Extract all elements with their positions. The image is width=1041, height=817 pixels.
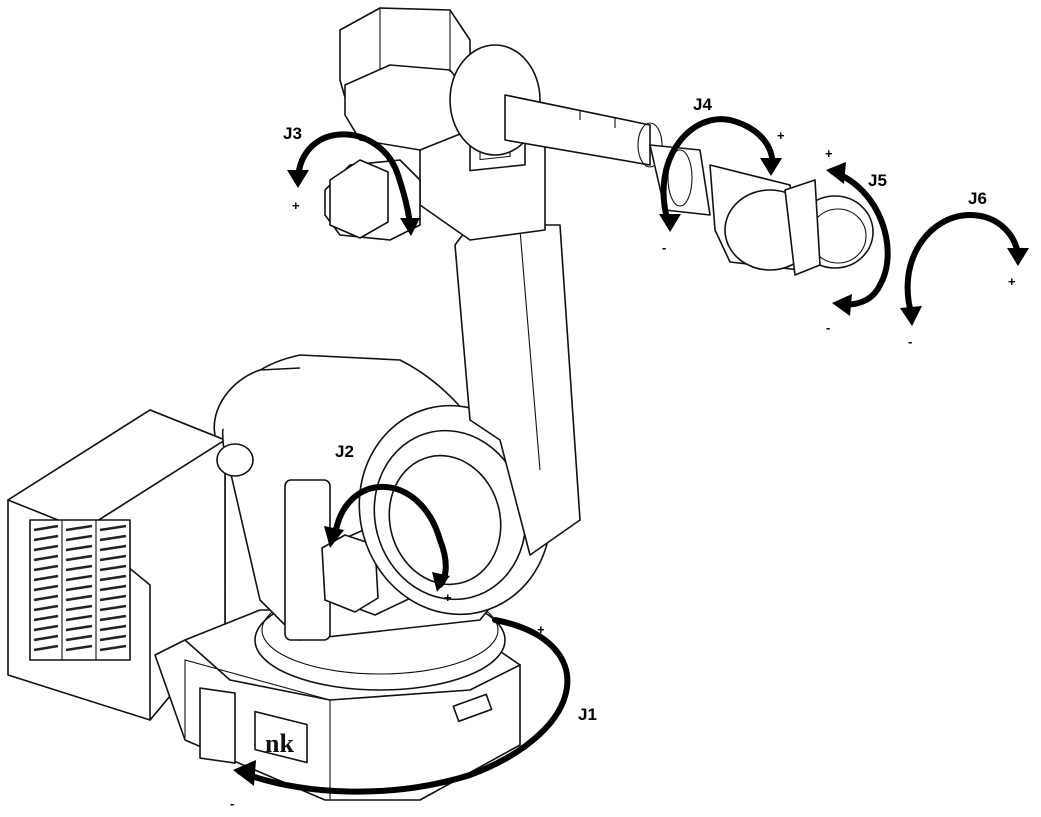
j1-minus-sign: - xyxy=(230,796,234,811)
j4-plus-sign: + xyxy=(777,128,785,143)
j2-label: J2 xyxy=(335,442,354,461)
j3-arrow xyxy=(287,131,420,236)
forearm xyxy=(449,44,663,168)
wrist xyxy=(649,144,874,276)
j5-minus-sign: - xyxy=(826,320,830,335)
j5-arrow xyxy=(826,162,891,316)
j4-label: J4 xyxy=(693,95,712,114)
j6-plus-sign: + xyxy=(1008,274,1016,289)
j5-plus-sign: + xyxy=(825,146,833,161)
j2-flange xyxy=(358,404,552,616)
base-logo: nk xyxy=(265,729,294,758)
j2-arrow xyxy=(324,483,450,592)
j4-arrow xyxy=(659,116,782,232)
j1-label: J1 xyxy=(578,705,597,724)
lower-arm xyxy=(454,224,581,556)
vent-grille xyxy=(29,519,131,661)
j6-arrow xyxy=(900,211,1029,326)
j6-label: J6 xyxy=(968,189,987,208)
j4-minus-sign: - xyxy=(662,240,666,255)
j2-plus-sign: + xyxy=(444,590,452,605)
j5-label: J5 xyxy=(868,171,887,190)
control-cabinet xyxy=(7,409,226,721)
j3-plus-sign: + xyxy=(292,198,300,213)
j3-label: J3 xyxy=(283,124,302,143)
j1-plus-sign: + xyxy=(537,622,545,637)
j1-arrow xyxy=(233,617,571,795)
j6-minus-sign: - xyxy=(908,334,912,349)
